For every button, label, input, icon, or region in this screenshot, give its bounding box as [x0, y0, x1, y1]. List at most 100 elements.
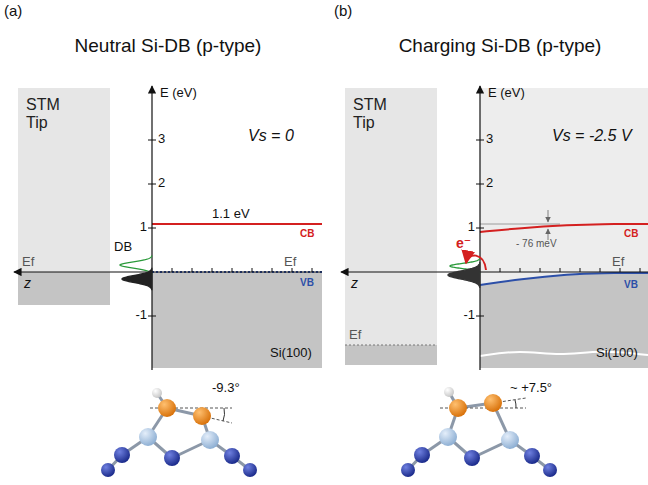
axis-tick: [476, 228, 484, 229]
sample-background: [480, 88, 648, 368]
axis-tick: [520, 268, 521, 272]
axis-tick: [192, 268, 193, 272]
electron-label: e⁻: [456, 236, 471, 251]
atom: [464, 450, 480, 466]
tip-fermi-level: [345, 344, 437, 345]
reference-level: [480, 224, 560, 225]
band-label: VB: [624, 279, 638, 290]
band-label: CB: [624, 228, 638, 239]
axis-tick: [476, 184, 484, 185]
angle-arc: [223, 408, 225, 421]
panel-title: Neutral Si-DB (p-type): [75, 36, 262, 57]
axis-tick: [148, 228, 156, 229]
atom: [101, 463, 115, 477]
panel-letter: (b): [334, 3, 352, 20]
axis-tick: [476, 316, 484, 317]
gap-label: 1.1 eV: [212, 207, 250, 221]
atom: [414, 447, 430, 463]
tick-label: -1: [463, 308, 475, 322]
axis-tick: [172, 268, 173, 272]
valence-band: [480, 273, 648, 285]
axis-tick: [148, 316, 156, 317]
fermi-label: Ef: [612, 255, 624, 269]
material-label: Si(100): [596, 346, 638, 360]
axis-tick: [148, 184, 156, 185]
axis-tick: [252, 268, 253, 272]
stm-tip: STM Tip: [18, 88, 110, 305]
shift-label: - 76 meV: [516, 238, 557, 249]
atom: [164, 450, 180, 466]
atom: [449, 399, 467, 417]
tip-body: [345, 88, 437, 345]
atom: [158, 399, 176, 417]
atom: [152, 388, 162, 398]
axis-tick: [148, 140, 156, 141]
z-axis: [14, 271, 322, 272]
tick-label: -1: [135, 308, 147, 322]
conduction-band: [152, 223, 322, 225]
tip-label: STM Tip: [26, 96, 78, 133]
axis-label: E (eV): [160, 86, 197, 100]
tick-label: 2: [158, 176, 165, 190]
atom: [439, 428, 457, 446]
atom: [444, 387, 454, 397]
panel-title: Charging Si-DB (p-type): [399, 36, 602, 57]
axis-tick: [640, 268, 641, 272]
conduction-band: [480, 224, 648, 232]
axis-label: E (eV): [488, 86, 525, 100]
atom: [193, 407, 211, 425]
band-label: VB: [300, 277, 314, 288]
axis-tick: [272, 268, 273, 272]
fermi-label: Ef: [22, 255, 34, 269]
axis-tick: [476, 140, 484, 141]
charging-arrow: [466, 255, 486, 270]
axis-tick: [560, 268, 561, 272]
angle-label: ~ +7.5°: [510, 381, 552, 395]
tip-filled-states: [345, 345, 437, 365]
axis-tick: [212, 268, 213, 272]
atom: [201, 431, 219, 449]
angle-label: -9.3°: [212, 381, 240, 395]
axis-tick: [540, 268, 541, 272]
tick-label: 1: [140, 220, 147, 234]
sample-filled-states: [152, 272, 322, 368]
tick-label: 3: [486, 132, 493, 146]
angle-arc: [515, 400, 516, 408]
tip-label: STM Tip: [353, 96, 405, 133]
bias-label: Vs = -2.5 V: [552, 127, 632, 145]
atom: [224, 448, 240, 464]
axis-tick: [500, 268, 501, 272]
dos-peak: [448, 262, 480, 288]
z-axis: [341, 271, 648, 272]
tick-label: 3: [158, 132, 165, 146]
atom: [501, 431, 519, 449]
shift-arrow: [548, 210, 549, 222]
panel-letter: (a): [4, 3, 22, 20]
tip-body: [18, 88, 110, 272]
atom: [243, 463, 257, 477]
atom: [114, 447, 130, 463]
material-label: Si(100): [270, 346, 312, 360]
state-label: DB: [114, 240, 132, 254]
axis-tick: [232, 268, 233, 272]
fermi-label: Ef: [349, 328, 361, 342]
dos-peak: [122, 268, 152, 290]
fermi-label: Ef: [284, 255, 296, 269]
axis-tick: [580, 268, 581, 272]
axis-label: z: [24, 276, 31, 291]
tick-label: 1: [468, 220, 475, 234]
sample-filled-states: [480, 273, 648, 368]
tip-filled-states: [18, 272, 110, 305]
atom: [524, 448, 540, 464]
atom: [401, 463, 415, 477]
atom: [543, 463, 557, 477]
band-label: CB: [300, 228, 314, 239]
stm-tip: STM Tip: [345, 88, 437, 365]
atom: [139, 428, 157, 446]
axis-tick: [600, 268, 601, 272]
atom: [484, 394, 502, 412]
axis-tick: [312, 268, 313, 272]
bias-label: Vs = 0: [248, 127, 294, 145]
tick-label: 2: [486, 176, 493, 190]
axis-label: z: [351, 276, 358, 291]
